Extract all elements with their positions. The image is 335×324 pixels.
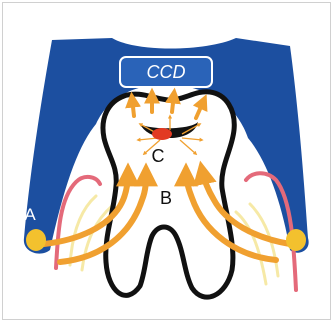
ccd-label: CCD xyxy=(147,62,186,82)
label-b: B xyxy=(160,188,172,208)
light-source-icon xyxy=(152,128,172,140)
arrow-up-3 xyxy=(172,94,174,112)
root-right xyxy=(236,204,278,284)
label-c: C xyxy=(152,146,165,166)
arrow-up-1 xyxy=(132,98,134,116)
label-a-right: A xyxy=(312,211,324,230)
led-right-icon xyxy=(286,229,306,251)
label-a-left: A xyxy=(24,205,36,224)
led-left-icon xyxy=(26,229,46,251)
